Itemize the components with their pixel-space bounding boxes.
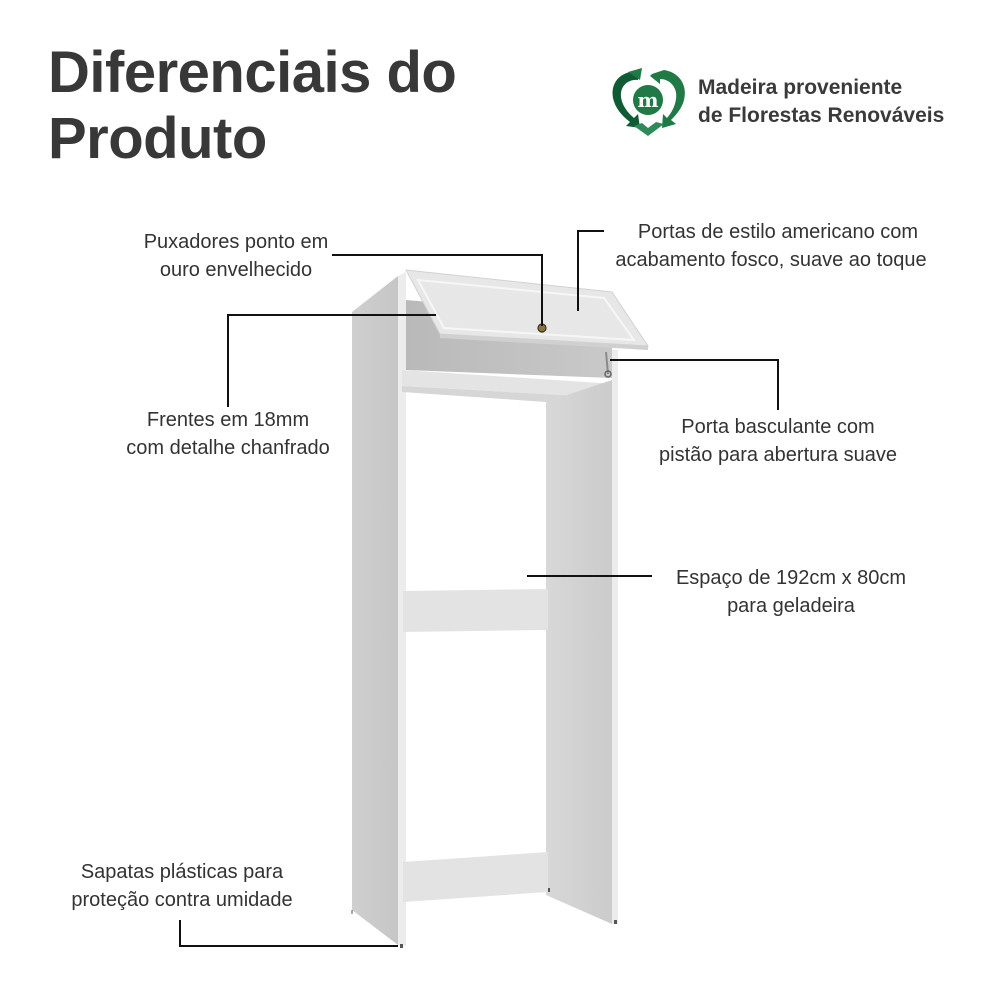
callout-fronts-line-1: Frentes em 18mm (146, 409, 310, 431)
renewable-wood-badge: m Madeira proveniente de Florestas Renov… (608, 66, 944, 138)
leader-feet (179, 920, 398, 947)
leader-fronts (227, 314, 436, 407)
svg-text:m: m (637, 88, 658, 112)
callout-fronts-line-2: com detalhe chanfrado (126, 437, 330, 459)
callout-fronts: Frentes em 18mm com detalhe chanfrado (108, 406, 348, 462)
badge-text: Madeira proveniente de Florestas Renováv… (698, 74, 944, 130)
callout-space-line-2: para geladeira (727, 595, 855, 617)
plastic-feet (400, 888, 617, 948)
callout-handles: Puxadores ponto em ouro envelhecido (130, 228, 342, 284)
badge-line-2: de Florestas Renováveis (698, 104, 945, 127)
cabinet-left-side (351, 272, 406, 946)
callout-space-line-1: Espaço de 192cm x 80cm (675, 567, 907, 589)
callout-handles-line-2: ouro envelhecido (159, 259, 313, 281)
leader-hinge (610, 359, 779, 410)
recycle-heart-m-icon: m (612, 68, 685, 136)
page-title: Diferenciais do Produto (48, 40, 457, 172)
callout-feet-line-2: proteção contra umidade (71, 889, 293, 911)
callout-handles-line-1: Puxadores ponto em (143, 231, 329, 253)
callout-doors-line-2: acabamento fosco, suave ao toque (615, 249, 927, 271)
title-line-2: Produto (48, 106, 267, 171)
callout-feet-line-1: Sapatas plásticas para (80, 861, 284, 883)
cabinet-mid-rail (403, 589, 548, 632)
cabinet-bottom-rail (403, 852, 548, 902)
callout-space: Espaço de 192cm x 80cm para geladeira (656, 564, 926, 620)
callout-hinge-line-2: pistão para abertura suave (659, 444, 897, 466)
callout-doors-line-1: Portas de estilo americano com (637, 221, 919, 243)
callout-doors: Portas de estilo americano com acabament… (590, 218, 952, 274)
leader-doors (577, 230, 604, 311)
title-line-1: Diferenciais do (48, 40, 457, 105)
cabinet-right-side (546, 350, 618, 924)
callout-feet: Sapatas plásticas para proteção contra u… (50, 858, 314, 914)
badge-line-1: Madeira proveniente (698, 76, 903, 99)
leader-handles (332, 254, 543, 326)
leader-lines (179, 230, 779, 947)
callout-hinge: Porta basculante com pistão para abertur… (640, 413, 916, 469)
callout-hinge-line-1: Porta basculante com (681, 416, 875, 438)
